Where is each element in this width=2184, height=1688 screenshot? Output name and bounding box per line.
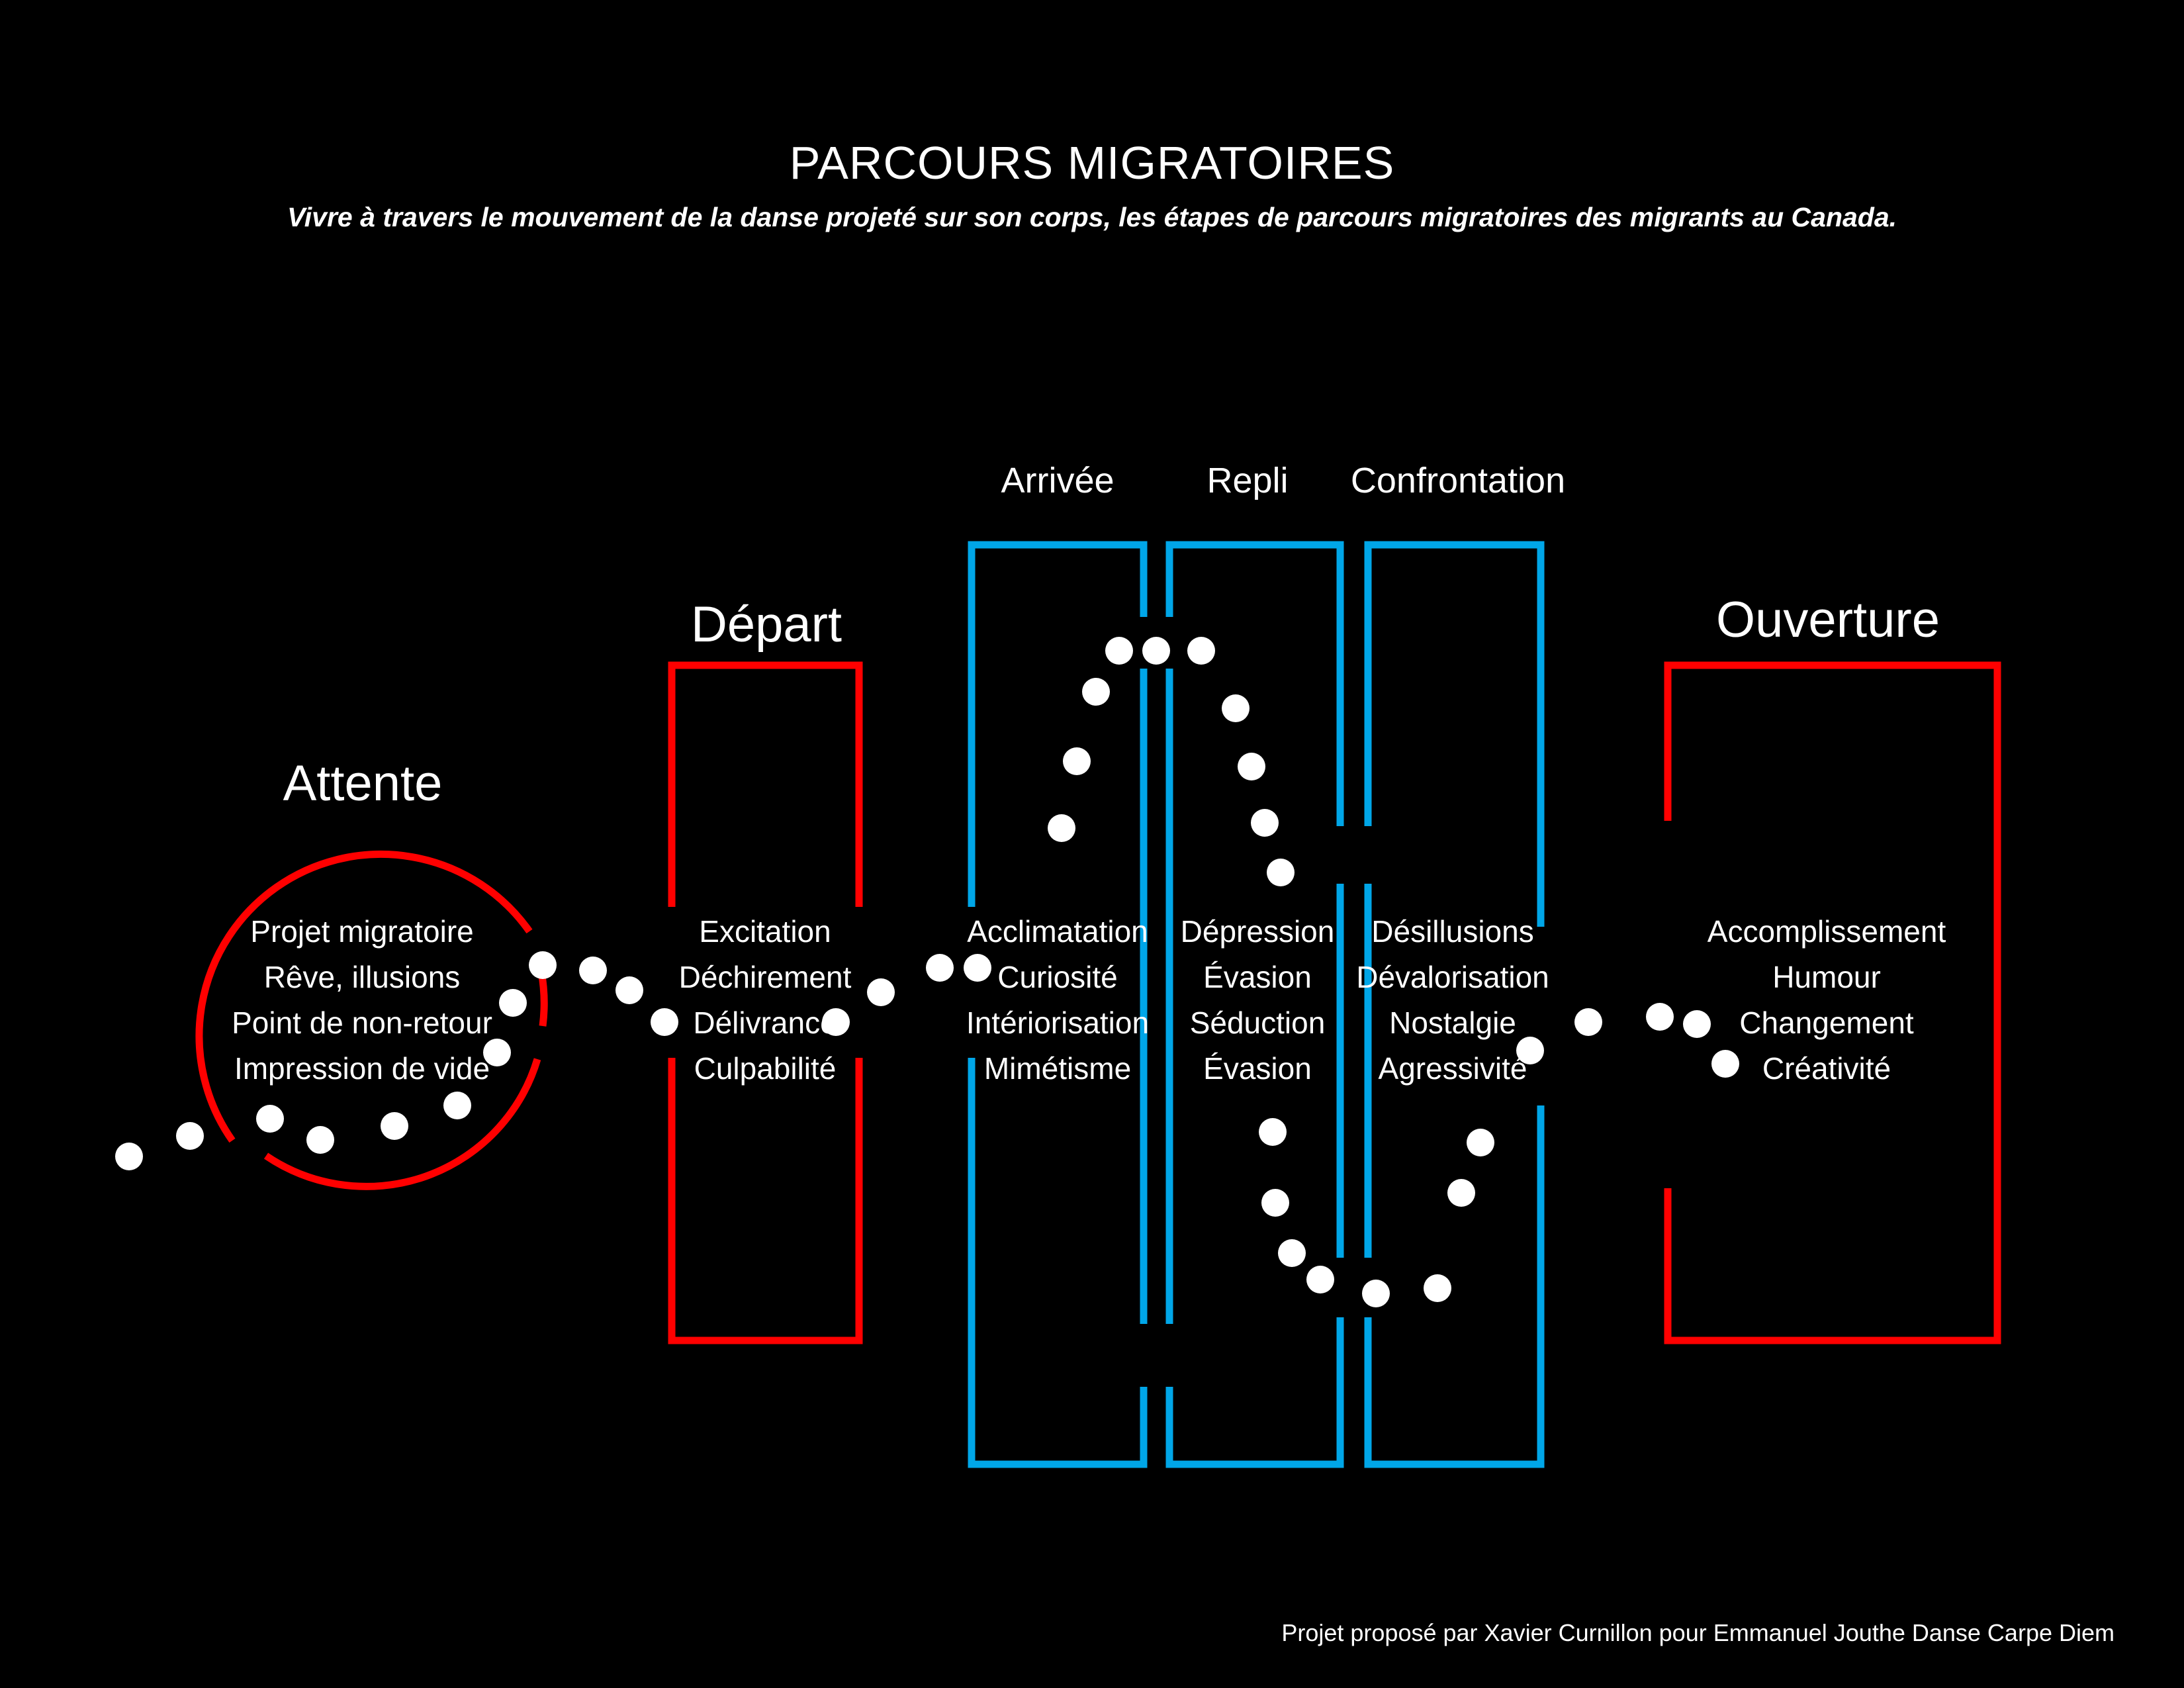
arrivee-word: Intériorisation bbox=[966, 1006, 1150, 1040]
footer-credit: Projet proposé par Xavier Curnillon pour… bbox=[1281, 1619, 2115, 1646]
ouverture-word: Créativité bbox=[1762, 1051, 1891, 1086]
ouverture-word: Humour bbox=[1772, 960, 1881, 994]
depart-word: Excitation bbox=[699, 914, 831, 949]
arrivee-word: Acclimatation bbox=[967, 914, 1148, 949]
arrivee-word: Curiosité bbox=[997, 960, 1118, 994]
path-dot bbox=[651, 1008, 678, 1036]
confrontation-word: Nostalgie bbox=[1389, 1006, 1516, 1040]
path-dot bbox=[1683, 1010, 1711, 1038]
page-title: PARCOURS MIGRATOIRES bbox=[789, 137, 1395, 189]
path-dot bbox=[306, 1126, 334, 1154]
path-dot bbox=[256, 1105, 284, 1133]
depart-words: Excitation Déchirement Délivrance Culpab… bbox=[679, 909, 852, 1092]
attente-title: Attente bbox=[283, 755, 443, 812]
depart-word: Déchirement bbox=[678, 960, 852, 994]
path-dot bbox=[443, 1092, 471, 1119]
attente-circle-arc-lower bbox=[263, 1058, 541, 1190]
path-dot bbox=[1105, 637, 1133, 665]
path-dot bbox=[1261, 1189, 1289, 1217]
attente-word: Point de non-retour bbox=[232, 1006, 492, 1040]
path-dot bbox=[615, 976, 643, 1004]
path-dot bbox=[1238, 753, 1265, 780]
path-dot bbox=[867, 978, 895, 1006]
attente-word: Impression de vide bbox=[234, 1051, 490, 1086]
arrivee-word: Mimétisme bbox=[983, 1051, 1132, 1086]
repli-word: Évasion bbox=[1203, 1051, 1312, 1086]
path-dot bbox=[1447, 1179, 1475, 1207]
path-dot bbox=[1278, 1239, 1306, 1267]
confrontation-word: Agressivité bbox=[1378, 1051, 1527, 1086]
path-dot bbox=[1574, 1008, 1602, 1036]
repli-word: Dépression bbox=[1180, 914, 1335, 949]
confrontation-title: Confrontation bbox=[1350, 461, 1566, 500]
ouverture-title: Ouverture bbox=[1716, 592, 1940, 648]
path-dot bbox=[1251, 809, 1279, 837]
path-dot bbox=[1516, 1037, 1544, 1064]
depart-title: Départ bbox=[690, 596, 842, 653]
journey-dots bbox=[115, 637, 1739, 1307]
depart-word: Culpabilité bbox=[694, 1051, 837, 1086]
path-dot bbox=[1467, 1129, 1494, 1156]
path-dot bbox=[926, 954, 954, 982]
confrontation-word: Désillusions bbox=[1371, 914, 1534, 949]
confrontation-box bbox=[1364, 541, 1545, 1468]
path-dot bbox=[1142, 637, 1170, 665]
confrontation-word: Dévalorisation bbox=[1356, 960, 1549, 994]
attente-word: Projet migratoire bbox=[250, 914, 474, 949]
path-dot bbox=[483, 1039, 511, 1066]
arrivee-box bbox=[968, 541, 1148, 1468]
attente-word: Rêve, illusions bbox=[263, 960, 461, 994]
path-dot bbox=[1082, 678, 1110, 706]
arrivee-title: Arrivée bbox=[1001, 461, 1115, 500]
repli-words: Dépression Évasion Séduction Évasion bbox=[1181, 909, 1335, 1092]
confrontation-words: Désillusions Dévalorisation Nostalgie Ag… bbox=[1356, 909, 1549, 1092]
path-dot bbox=[529, 951, 557, 979]
repli-word: Évasion bbox=[1203, 960, 1312, 994]
path-dot bbox=[1063, 747, 1091, 775]
ouverture-word: Accomplissement bbox=[1707, 914, 1946, 949]
ouverture-words: Accomplissement Humour Changement Créati… bbox=[1707, 909, 1946, 1092]
path-dot bbox=[822, 1008, 850, 1036]
path-dot bbox=[1306, 1266, 1334, 1293]
path-dot bbox=[964, 954, 991, 982]
path-dot bbox=[579, 957, 607, 984]
repli-box bbox=[1165, 541, 1344, 1468]
ouverture-box bbox=[1664, 661, 2001, 1344]
depart-box bbox=[668, 661, 863, 1344]
path-dot bbox=[1424, 1274, 1451, 1302]
path-dot bbox=[1259, 1118, 1287, 1146]
path-dot bbox=[115, 1143, 143, 1170]
path-dot bbox=[1711, 1050, 1739, 1078]
repli-word: Séduction bbox=[1189, 1006, 1326, 1040]
path-dot bbox=[1646, 1003, 1674, 1031]
arrivee-words: Acclimatation Curiosité Intériorisation … bbox=[966, 909, 1149, 1092]
ouverture-word: Changement bbox=[1739, 1006, 1914, 1040]
path-dot bbox=[1222, 694, 1250, 722]
depart-word: Délivrance bbox=[693, 1006, 837, 1040]
attente-circle bbox=[195, 850, 533, 1143]
repli-title: Repli bbox=[1206, 461, 1289, 500]
attente-circle-arc bbox=[537, 971, 548, 1027]
path-dot bbox=[1362, 1280, 1390, 1307]
path-dot bbox=[1187, 637, 1215, 665]
path-dot bbox=[499, 989, 527, 1017]
page-subtitle: Vivre à travers le mouvement de la danse… bbox=[287, 202, 1897, 232]
attente-words: Projet migratoire Rêve, illusions Point … bbox=[232, 909, 492, 1092]
path-dot bbox=[381, 1112, 408, 1140]
path-dot bbox=[1048, 814, 1075, 842]
path-dot bbox=[1267, 859, 1295, 886]
path-dot bbox=[176, 1122, 204, 1150]
